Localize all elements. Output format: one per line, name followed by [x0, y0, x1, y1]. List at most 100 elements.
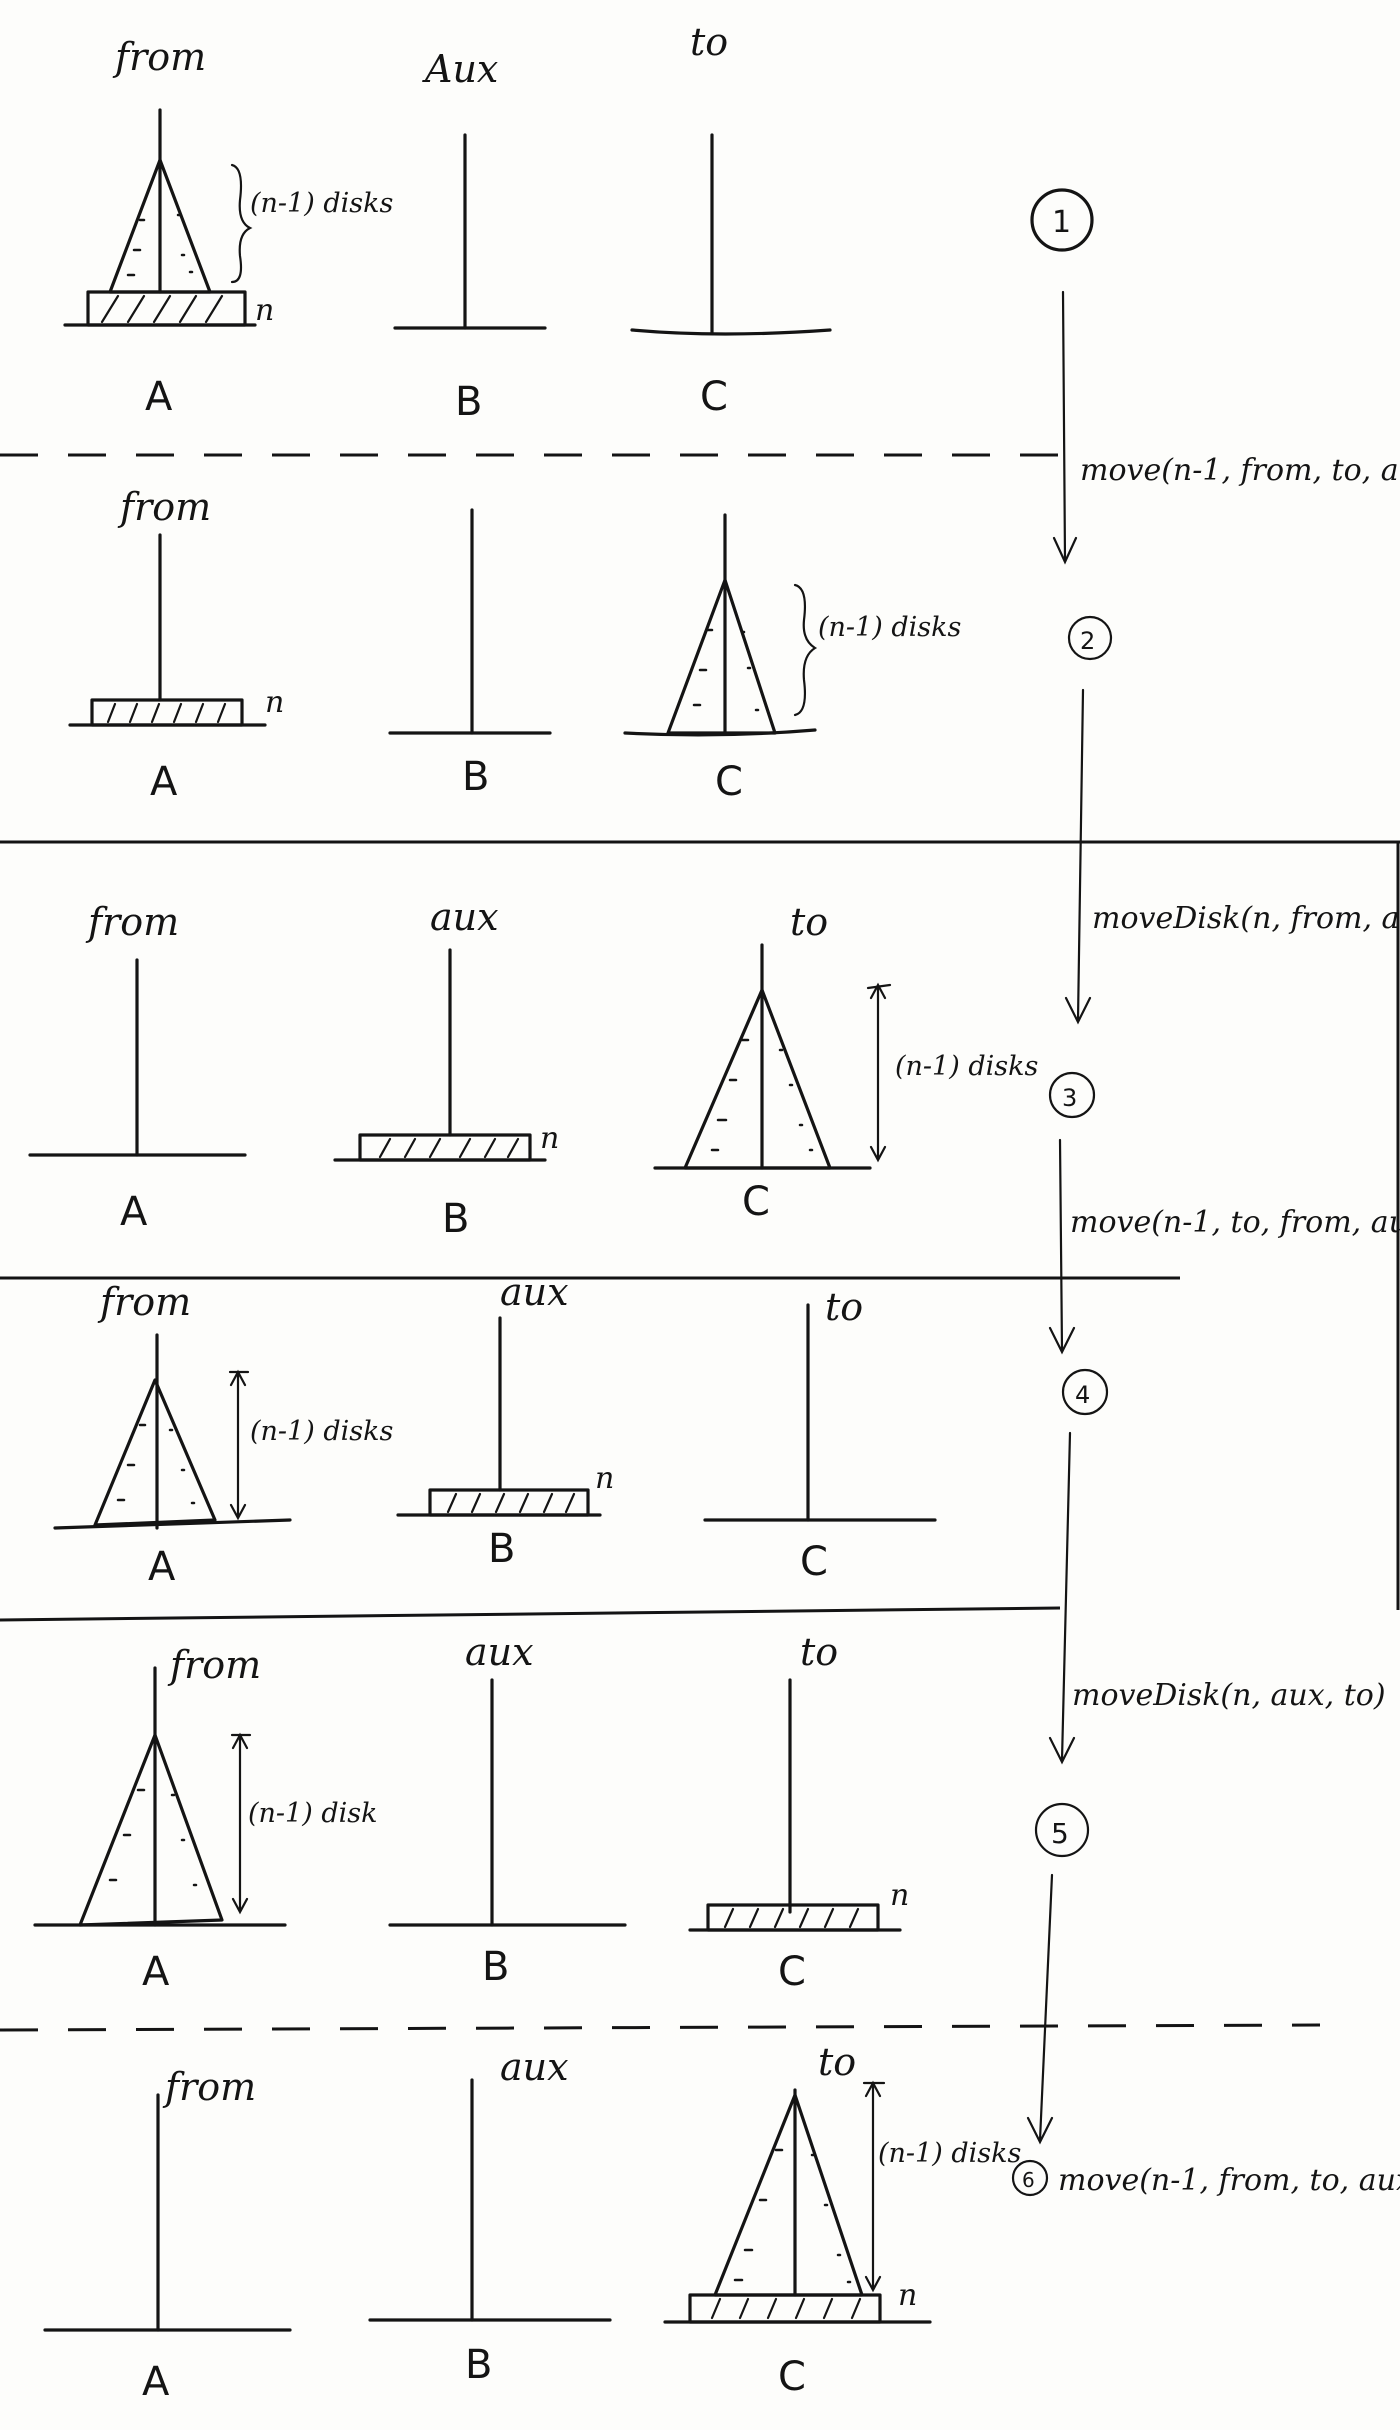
- arrow-4-to-5: [1048, 1431, 1076, 1765]
- step-circle-3: [1048, 1071, 1096, 1119]
- tower-note: (n-1) disks: [895, 1051, 1038, 1082]
- peg-label-from: from: [117, 485, 211, 529]
- base-label-a: A: [142, 1949, 170, 1995]
- tower-n-minus-1: [108, 158, 212, 294]
- base-label-c: C: [778, 1949, 806, 1995]
- big-disk-n: [358, 1133, 532, 1162]
- base-label-a: A: [120, 1189, 148, 1235]
- base-label-c: C: [715, 759, 743, 805]
- peg-label-to: to: [825, 1285, 863, 1329]
- tower-n-minus-1: [78, 1733, 224, 1927]
- peg-label-from: from: [162, 2065, 256, 2109]
- stage-1: from Aux to n (n-1) disks A B C: [63, 20, 832, 425]
- peg-label-to: to: [800, 1630, 838, 1674]
- stage-4: from aux to n (n-1) disks A B C: [53, 1270, 937, 1590]
- step-circle-5: [1034, 1802, 1090, 1858]
- base-label-b: B: [455, 379, 482, 425]
- disk-hatching: [378, 1137, 520, 1159]
- arrow-5-to-6: [1026, 1873, 1054, 2145]
- disk-hatching: [100, 294, 224, 324]
- peg-label-from: from: [85, 900, 179, 944]
- step-number-3: 3: [1062, 1084, 1077, 1112]
- disk-hatching: [723, 1907, 860, 1929]
- base-label-b: B: [482, 1944, 509, 1990]
- step-number-1: 1: [1052, 205, 1071, 240]
- tower-dots: [733, 2148, 852, 2284]
- height-arrow: [230, 1732, 252, 1915]
- panel-separators: [0, 453, 1400, 2032]
- step-number-2: 2: [1080, 627, 1095, 655]
- height-arrow: [228, 1369, 250, 1521]
- step-circle-4: [1061, 1368, 1109, 1416]
- base-label-b: B: [442, 1196, 469, 1242]
- base-label-c: C: [778, 2354, 806, 2400]
- peg-label-from: from: [97, 1280, 191, 1324]
- peg-label-from: from: [167, 1643, 261, 1687]
- tower-dots: [108, 1788, 198, 1887]
- big-disk-label: n: [890, 1878, 909, 1913]
- step-flow: 1 2 3 4 5 6 move(n-1, from, to, aux) mov…: [1011, 188, 1400, 2198]
- peg-label-to: to: [818, 2040, 856, 2084]
- tower-n-minus-1: [683, 988, 832, 1170]
- transition-1: move(n-1, from, to, aux): [1080, 453, 1400, 488]
- transition-2: moveDisk(n, from, aux): [1092, 901, 1400, 936]
- arrow-1-to-2: [1052, 290, 1078, 565]
- tower-brace: [793, 583, 818, 717]
- peg-label-from: from: [112, 35, 206, 79]
- tower-note: (n-1) disks: [878, 2138, 1021, 2169]
- tower-dots: [126, 213, 194, 277]
- base-label-a: A: [145, 374, 173, 420]
- tower-dots: [692, 628, 760, 712]
- big-disk-label: n: [265, 685, 284, 720]
- base-line-a: [53, 1518, 292, 1530]
- peg-label-aux: aux: [430, 895, 499, 939]
- base-label-b: B: [462, 754, 489, 800]
- stage-2: from n (n-1) disks A B C: [68, 485, 961, 805]
- tower-note: (n-1) disks: [250, 188, 393, 219]
- tower-dots: [116, 1423, 196, 1505]
- peg-label-to: to: [690, 20, 728, 64]
- big-disk-label: n: [255, 293, 274, 328]
- base-line-c: [630, 328, 832, 336]
- big-disk-n: [428, 1488, 590, 1517]
- transition-4: moveDisk(n, aux, to): [1072, 1678, 1386, 1713]
- tower-note: (n-1) disks: [818, 612, 961, 643]
- step-number-5: 5: [1051, 1817, 1069, 1850]
- stage-3: from aux to n (n-1) disks A B C: [28, 895, 1038, 1242]
- base-label-b: B: [488, 1526, 515, 1572]
- tower-n-minus-1: [93, 1378, 217, 1527]
- base-line-c: [623, 728, 817, 737]
- arrow-3-to-4: [1048, 1138, 1076, 1355]
- peg-label-to: to: [790, 900, 828, 944]
- tower-n-minus-1: [666, 578, 777, 735]
- step-circle-1: [1030, 188, 1094, 252]
- tower-note: (n-1) disk: [248, 1798, 377, 1829]
- big-disk-label: n: [595, 1461, 614, 1496]
- tower-brace: [230, 163, 253, 284]
- base-label-c: C: [700, 374, 728, 420]
- stage-6: from aux to n (n-1) disks A B C: [43, 2040, 1021, 2405]
- base-label-b: B: [465, 2342, 492, 2388]
- separator-5-6: [0, 2023, 1321, 2032]
- transition-5: move(n-1, from, to, aux): [1058, 2163, 1400, 2198]
- base-label-a: A: [148, 1544, 176, 1590]
- big-disk-n: [90, 698, 244, 727]
- step-circle-2: [1067, 615, 1113, 661]
- peg-label-aux: aux: [465, 1630, 534, 1674]
- arrow-2-to-3: [1064, 688, 1092, 1025]
- step-number-4: 4: [1075, 1381, 1090, 1409]
- height-arrow: [862, 2080, 886, 2293]
- big-disk-n: [706, 1903, 880, 1932]
- transition-3: move(n-1, to, from, aux): [1070, 1205, 1400, 1240]
- base-label-c: C: [742, 1179, 770, 1225]
- tower-note: (n-1) disks: [250, 1416, 393, 1447]
- disk-hatching: [710, 2297, 862, 2320]
- base-label-a: A: [142, 2359, 170, 2405]
- peg-label-aux: aux: [500, 1270, 569, 1314]
- big-disk-label: n: [898, 2278, 917, 2313]
- separator-4-5: [0, 1606, 1061, 1622]
- base-label-a: A: [150, 759, 178, 805]
- step-number-6: 6: [1022, 2168, 1035, 2192]
- height-arrow: [866, 982, 892, 1163]
